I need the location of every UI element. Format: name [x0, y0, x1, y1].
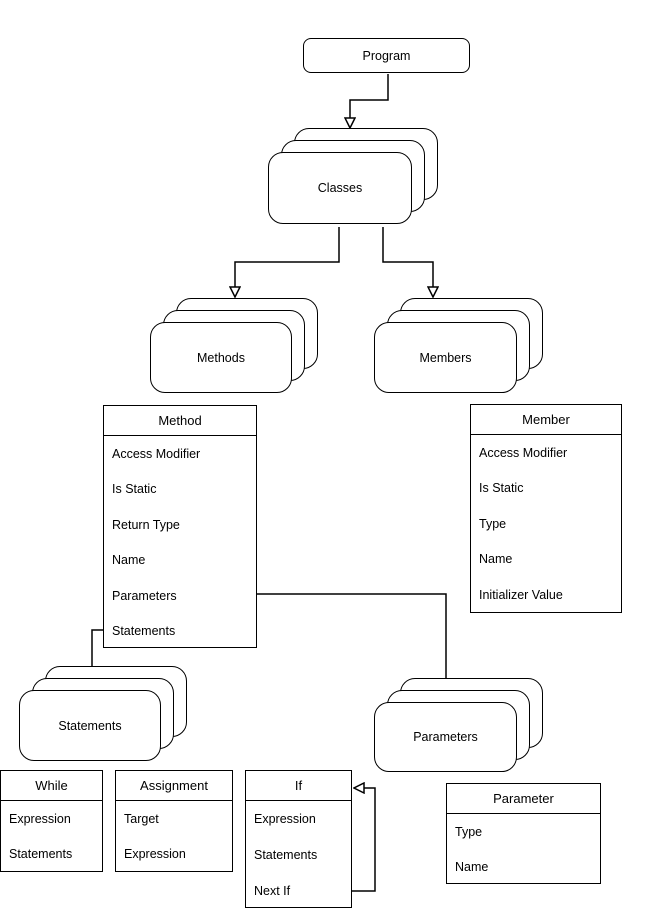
classes-stack: Classes: [268, 128, 438, 224]
parameters-stack: Parameters: [374, 678, 543, 772]
method-field-row: Parameters: [112, 588, 177, 603]
while-field-row: Statements: [9, 847, 73, 862]
parameter-record: Parameter Type Name: [446, 783, 601, 884]
methods-stack-card-front: Methods: [150, 322, 292, 393]
method-field-row: Access Modifier: [112, 446, 201, 461]
assignment-field-row: Target: [124, 811, 159, 826]
parameter-field-row: Name: [455, 860, 489, 875]
members-stack: Members: [374, 298, 543, 393]
if-record: If Expression Statements Next If: [245, 770, 352, 908]
method-field-row: Return Type: [112, 517, 180, 532]
edge-if-self-loop: [352, 788, 376, 892]
classes-stack-card-front: Classes: [268, 152, 412, 224]
method-record-title: Method: [104, 406, 256, 436]
program-node: Program: [303, 38, 470, 73]
assignment-record: Assignment Target Expression: [115, 770, 233, 872]
edge-method-parameters: [257, 593, 446, 690]
member-record: Member Access Modifier Is Static Type Na…: [470, 404, 622, 613]
member-field-row: Is Static: [479, 481, 524, 496]
statements-stack-card-front: Statements: [19, 690, 161, 761]
statements-stack: Statements: [19, 666, 187, 761]
method-field-row: Is Static: [112, 482, 157, 497]
program-label: Program: [362, 48, 411, 63]
members-label: Members: [419, 350, 472, 365]
parameter-record-title: Parameter: [447, 784, 600, 814]
statements-label: Statements: [58, 718, 122, 733]
while-field-row: Expression: [9, 811, 71, 826]
method-field-row: Name: [112, 553, 146, 568]
method-record: Method Access Modifier Is Static Return …: [103, 405, 257, 648]
parameters-stack-card-front: Parameters: [374, 702, 517, 772]
parameters-label: Parameters: [413, 730, 478, 744]
while-record: While Expression Statements: [0, 770, 103, 872]
assignment-record-title: Assignment: [116, 771, 232, 801]
methods-stack: Methods: [150, 298, 318, 393]
member-field-row: Name: [479, 552, 513, 567]
methods-label: Methods: [197, 350, 245, 365]
member-field-row: Access Modifier: [479, 445, 568, 460]
while-record-title: While: [1, 771, 102, 801]
parameter-field-row: Type: [455, 824, 483, 839]
if-record-title: If: [246, 771, 351, 801]
member-field-row: Initializer Value: [479, 587, 563, 602]
method-field-row: Statements: [112, 624, 176, 639]
edge-program-classes: [350, 74, 389, 118]
if-field-row: Statements: [254, 848, 318, 862]
members-stack-card-front: Members: [374, 322, 517, 393]
if-field-row: Next If: [254, 884, 291, 898]
edge-classes-members: [382, 227, 433, 287]
member-record-title: Member: [471, 405, 621, 435]
edge-classes-methods: [235, 227, 340, 287]
assignment-field-row: Expression: [124, 847, 186, 862]
if-field-row: Expression: [254, 812, 316, 826]
classes-label: Classes: [317, 181, 363, 195]
member-field-row: Type: [479, 516, 507, 531]
